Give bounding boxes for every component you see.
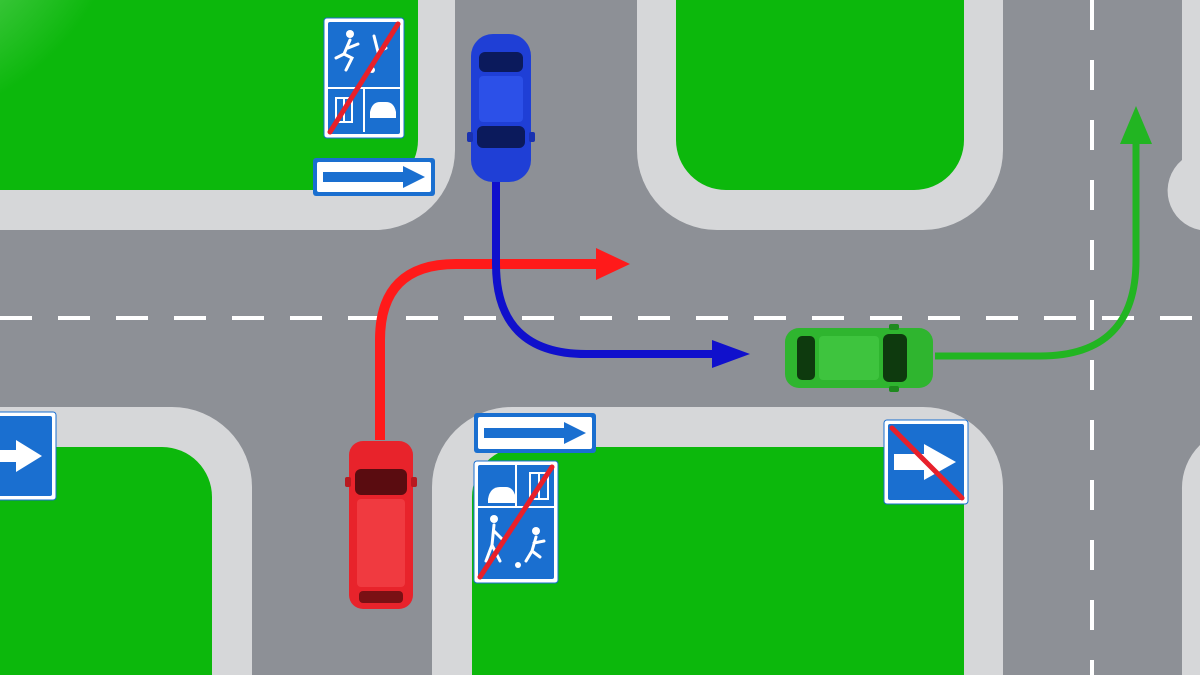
sign-end-residential-zone-bottom (473, 460, 559, 584)
block-top-right (1167, 0, 1200, 230)
sign-end-of-one-way-road (883, 419, 969, 505)
one-way-arrow-icon (0, 440, 42, 472)
sign-one-way-arrow-bottom (474, 413, 596, 453)
car-green (785, 324, 933, 392)
car-red (345, 441, 417, 609)
path-green-car (935, 106, 1152, 360)
sign-one-way-arrow-left (0, 411, 57, 501)
one-way-arrow-icon (323, 166, 425, 188)
one-way-arrow-icon (484, 422, 586, 444)
sign-one-way-arrow-top (313, 158, 435, 196)
block-bottom-left (0, 407, 252, 675)
block-bottom-middle (432, 407, 1003, 675)
end-of-residential-zone-icon (478, 465, 554, 568)
car-blue (467, 34, 535, 182)
block-top-middle (637, 0, 1003, 230)
path-red-car (375, 248, 630, 440)
light-glare (0, 0, 130, 130)
sign-end-residential-zone-top (323, 17, 405, 139)
block-bottom-right (1181, 445, 1200, 675)
path-blue-car (492, 180, 750, 368)
